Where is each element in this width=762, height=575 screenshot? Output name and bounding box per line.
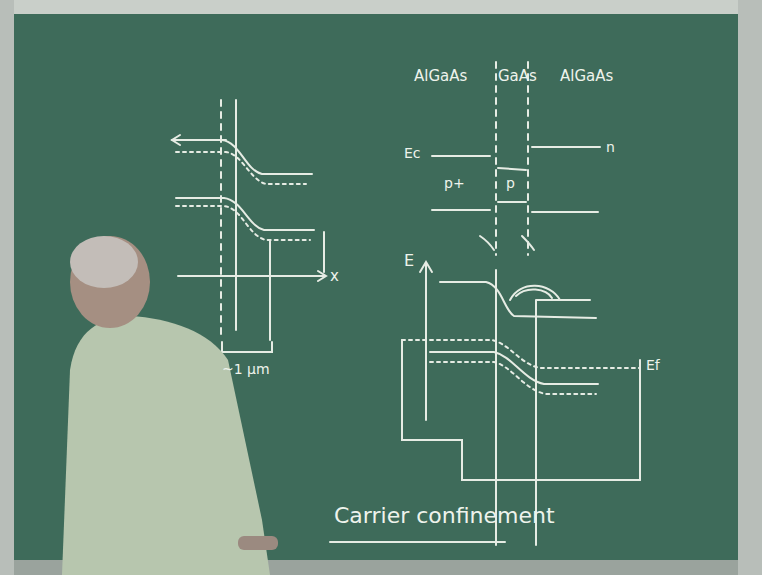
valence-band	[498, 201, 526, 203]
heterojunction-bands	[432, 62, 600, 255]
chalk-label: x	[330, 268, 339, 285]
junction-line	[235, 100, 237, 330]
chalk-label: p+	[444, 176, 465, 191]
lecturer	[62, 236, 278, 575]
electron-arc	[516, 289, 552, 298]
chalk-label: Ec	[404, 146, 421, 161]
hair	[70, 236, 138, 288]
fermi-level	[402, 340, 640, 368]
confinement-diagram	[330, 262, 640, 545]
chalk-label: AlGaAs	[414, 68, 467, 85]
tick	[323, 232, 325, 272]
band-edge	[176, 198, 314, 230]
outline	[402, 340, 640, 480]
conduction-band	[498, 168, 526, 170]
chalk-label: AlGaAs	[560, 68, 613, 85]
left-band-diagram	[172, 100, 326, 352]
squiggle	[480, 236, 494, 250]
valence-band	[532, 211, 598, 213]
hand	[238, 536, 278, 550]
outline	[639, 360, 641, 480]
shirt	[62, 316, 270, 575]
well-edge	[536, 300, 590, 330]
board-frame	[738, 0, 762, 575]
chalk-label: E	[404, 252, 414, 270]
chalk-label: GaAs	[498, 68, 537, 85]
valence-band	[432, 209, 490, 211]
chalk-label: n	[606, 140, 615, 155]
head	[70, 236, 150, 328]
interface-line	[527, 62, 529, 255]
conduction-band	[432, 155, 490, 157]
wall	[0, 0, 762, 14]
valence-band	[430, 352, 598, 384]
junction-line	[269, 240, 271, 340]
electron-arc	[510, 286, 560, 300]
chalk-label: Ef	[646, 358, 660, 373]
conduction-band	[532, 146, 600, 148]
chalk-label: ~1 μm	[222, 362, 270, 377]
squiggle	[522, 236, 534, 250]
x-axis	[178, 271, 326, 281]
band-edge	[172, 140, 312, 174]
board-frame	[0, 0, 14, 575]
dimension-bracket	[222, 342, 272, 352]
chalk-label: p	[506, 176, 515, 191]
chalk-label: Carrier confinement	[334, 504, 555, 528]
junction-line	[220, 100, 222, 340]
interface-line	[495, 62, 497, 255]
underline	[330, 541, 505, 543]
band-edge	[176, 206, 310, 240]
valence-band	[430, 362, 596, 394]
arrow	[172, 135, 226, 145]
band-edge	[176, 152, 306, 184]
